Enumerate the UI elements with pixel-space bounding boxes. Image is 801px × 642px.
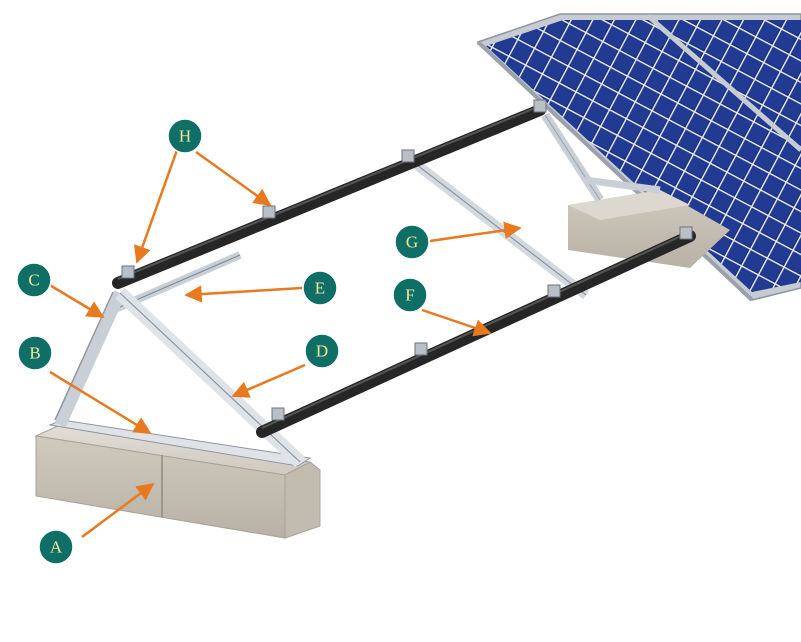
callout-d-label: D — [316, 342, 328, 361]
arrow-d — [231, 363, 306, 398]
callout-g-label: G — [406, 233, 418, 252]
arrow-e — [184, 285, 303, 303]
clamp — [262, 205, 276, 219]
clamp — [679, 226, 693, 240]
cross-brace-g — [404, 154, 590, 299]
callout-h: H — [167, 118, 203, 154]
upper-rail — [112, 104, 546, 289]
arrow-g — [429, 221, 522, 243]
callout-e-label: E — [315, 279, 325, 298]
callout-c: C — [16, 262, 52, 298]
callout-b: B — [17, 335, 53, 371]
callout-e: E — [302, 270, 338, 306]
clamp — [121, 265, 135, 279]
rail-clamps — [121, 99, 693, 421]
arrow-a — [81, 482, 155, 539]
callout-h-label: H — [179, 127, 191, 146]
arrow-c — [47, 282, 105, 319]
clamp — [547, 284, 561, 298]
callout-a: A — [38, 529, 74, 565]
callout-a-label: A — [50, 538, 63, 557]
leader-arrows — [47, 149, 522, 539]
clamp — [533, 99, 547, 113]
callout-c-label: C — [28, 271, 39, 290]
callouts: H C E G F B D A — [16, 118, 430, 565]
clamp — [271, 407, 285, 421]
clamp — [414, 342, 428, 356]
front-ballast-blocks — [34, 424, 321, 539]
front-leg-c — [54, 290, 126, 428]
lower-rail-f — [256, 230, 696, 438]
arrow-b — [49, 370, 152, 435]
callout-b-label: B — [29, 344, 40, 363]
rear-support-legs — [541, 112, 661, 203]
callout-f: F — [392, 277, 428, 313]
rear-ballast-block — [568, 190, 730, 268]
arrow-f — [421, 308, 492, 337]
arrow-h-2 — [195, 150, 272, 207]
clamp — [401, 149, 415, 163]
arrow-h-1 — [134, 149, 179, 264]
callout-d: D — [304, 333, 340, 369]
callout-f-label: F — [405, 286, 414, 305]
callout-g: G — [394, 224, 430, 260]
